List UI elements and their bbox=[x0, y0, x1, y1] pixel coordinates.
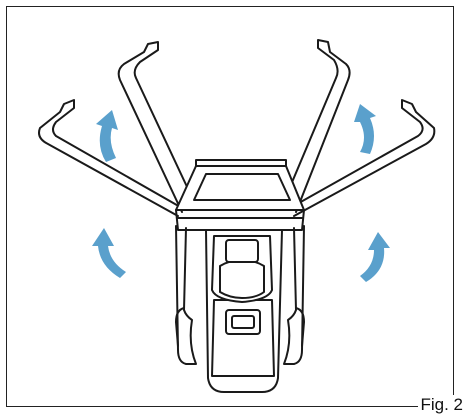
right-outer-arm bbox=[289, 99, 436, 217]
right-leg bbox=[283, 225, 305, 365]
rotate-up-arrow-icon bbox=[92, 228, 126, 278]
figure-label: Fig. 2 bbox=[418, 395, 465, 415]
left-leg bbox=[175, 225, 197, 365]
rotate-up-arrow-icon bbox=[360, 232, 390, 282]
right-inner-arm bbox=[281, 39, 351, 213]
left-outer-arm bbox=[38, 99, 183, 217]
rotate-up-arrow-icon bbox=[354, 104, 376, 154]
left-inner-arm bbox=[117, 41, 197, 213]
rotate-up-arrow-icon bbox=[96, 110, 118, 162]
